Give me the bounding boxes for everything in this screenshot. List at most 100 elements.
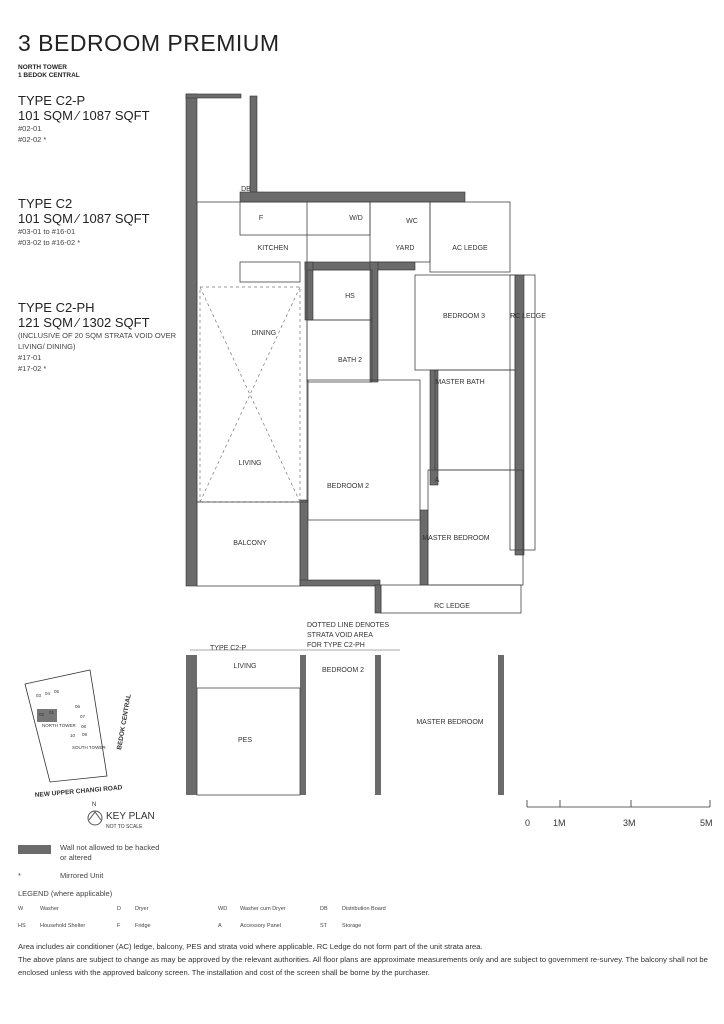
- note-disclaimer: The above plans are subject to change as…: [18, 955, 708, 977]
- plan-text: NORTH TOWER: [42, 723, 77, 728]
- key-plan-title: KEY PLAN: [106, 811, 155, 822]
- label-rc-ledge-bottom: RC LEDGE: [434, 603, 470, 610]
- plan-text: 06: [75, 704, 81, 709]
- alt-label-living: LIVING: [234, 663, 257, 670]
- label-bedroom-2: BEDROOM 2: [327, 483, 369, 490]
- plan-text: 3M: [623, 818, 636, 828]
- unit-number: #03-02 to #16-02 *: [18, 238, 81, 247]
- plan-text: 05: [54, 689, 60, 694]
- unit-number: #17-02 *: [18, 364, 47, 373]
- type-name: TYPE C2-PH: [18, 300, 95, 315]
- legend-label: Storage: [342, 923, 362, 929]
- key-plan: 03 04 05 02 01 06 07 08 10 09 NORTH TOWE…: [24, 669, 155, 830]
- wall-legend-swatch: [18, 845, 51, 854]
- legend-code: A: [218, 923, 222, 929]
- north-arrow-icon: [87, 810, 103, 826]
- label-ac-ledge: AC LEDGE: [452, 245, 488, 252]
- unit-type-c2p: TYPE C2-P 101 SQM ⁄ 1087 SQFT #02-01 #02…: [18, 93, 150, 145]
- legend-code: W: [18, 906, 24, 912]
- plan-text: DOTTED LINE DENOTES: [307, 622, 389, 629]
- plan-text: STRATA VOID AREA: [307, 632, 373, 639]
- legend-heading: LEGEND (where applicable): [18, 889, 113, 898]
- legend-label: Washer: [40, 906, 59, 912]
- wall-legend-text: Wall not allowed to be hacked or altered: [60, 843, 160, 862]
- road-label-bedok-central: BEDOK CENTRAL: [116, 694, 133, 751]
- label-bath-2: BATH 2: [338, 357, 362, 364]
- mirrored-label: Mirrored Unit: [60, 871, 104, 880]
- unit-type-c2ph: TYPE C2-PH 121 SQM ⁄ 1302 SQFT (INCLUSIV…: [18, 300, 178, 374]
- plan-text: FOR TYPE C2-PH: [307, 642, 365, 649]
- unit-number: #02-02 *: [18, 135, 47, 144]
- unit-number: #02-01: [18, 124, 42, 133]
- legend-label: Distribution Board: [342, 906, 386, 912]
- unit-type-c2: TYPE C2 101 SQM ⁄ 1087 SQFT #03-01 to #1…: [18, 196, 150, 248]
- legend-label: Fridge: [135, 923, 151, 929]
- label-washer-dryer: W/D: [349, 215, 363, 222]
- disclaimer-notes: Area includes air conditioner (AC) ledge…: [18, 940, 718, 979]
- plan-text: 08: [81, 724, 87, 729]
- label-dining: DINING: [252, 330, 277, 337]
- legend-label: Accessory Panel: [240, 923, 281, 929]
- label-bedroom-3: BEDROOM 3: [443, 313, 485, 320]
- label-fridge: F: [259, 215, 263, 222]
- road-label-new-upper-changi: NEW UPPER CHANGI ROAD: [35, 784, 123, 799]
- type-area: 101 SQM ⁄ 1087 SQFT: [18, 108, 150, 123]
- plan-text: 07: [80, 714, 86, 719]
- plan-text: 09: [82, 732, 88, 737]
- floor-plan: DB F W/D WC KITCHEN YARD AC LEDGE HS BED…: [24, 93, 713, 830]
- tower-address: NORTH TOWER 1 BEDOK CENTRAL: [18, 64, 80, 80]
- label-wc: WC: [406, 218, 418, 225]
- alt-label-bedroom-2: BEDROOM 2: [322, 667, 364, 674]
- tower-name: NORTH TOWER: [18, 64, 67, 71]
- alt-label-pes: PES: [238, 737, 252, 744]
- legend-label: Washer cum Dryer: [240, 906, 286, 912]
- label-rc-ledge-right: RC LEDGE: [510, 313, 546, 320]
- note-area: Area includes air conditioner (AC) ledge…: [18, 942, 483, 951]
- plan-text: SOUTH TOWER: [72, 745, 106, 750]
- strata-void-dotted-line: [199, 286, 301, 503]
- label-master-bedroom: MASTER BEDROOM: [422, 535, 489, 542]
- alt-label-master-bedroom: MASTER BEDROOM: [416, 719, 483, 726]
- north-label: N: [92, 802, 96, 808]
- page-title: 3 BEDROOM PREMIUM: [18, 30, 280, 56]
- alt-plan-c2p: TYPE C2-P LIVING BEDROOM 2 PES MASTER BE…: [186, 645, 504, 796]
- legend-code: ST: [320, 923, 328, 929]
- type-area: 101 SQM ⁄ 1087 SQFT: [18, 211, 150, 226]
- label-accessory-panel: A: [435, 477, 440, 484]
- plan-text: 02: [39, 712, 45, 717]
- room-labels: DB F W/D WC KITCHEN YARD AC LEDGE HS BED…: [233, 186, 546, 610]
- highlighted-units: [37, 709, 57, 722]
- type-note: (INCLUSIVE OF 20 SQM STRATA VOID OVER LI…: [18, 331, 177, 351]
- label-hs: HS: [345, 293, 355, 300]
- legend-label: Dryer: [135, 906, 149, 912]
- plan-text: 0: [525, 818, 530, 828]
- label-balcony: BALCONY: [233, 540, 267, 547]
- plan-text: 10: [70, 733, 76, 738]
- plan-text: 1M: [553, 818, 566, 828]
- label-kitchen: KITCHEN: [258, 245, 289, 252]
- legend-code: HS: [18, 923, 26, 929]
- legend-label: Household Shelter: [40, 923, 86, 929]
- address: 1 BEDOK CENTRAL: [18, 72, 80, 79]
- type-area: 121 SQM ⁄ 1302 SQFT: [18, 315, 150, 330]
- type-name: TYPE C2-P: [18, 93, 86, 108]
- plan-text: 03: [36, 693, 42, 698]
- label-living: LIVING: [239, 460, 262, 467]
- legend-code: D: [117, 906, 121, 912]
- mirrored-symbol: *: [18, 871, 21, 880]
- plan-text: 04: [45, 691, 51, 696]
- unit-number: #03-01 to #16-01: [18, 227, 76, 236]
- label-yard: YARD: [396, 245, 415, 252]
- label-db: DB: [241, 186, 251, 193]
- unit-number: #17-01: [18, 353, 42, 362]
- legend-code: DB: [320, 906, 328, 912]
- alt-plan-title: TYPE C2-P: [210, 645, 247, 652]
- plan-text: 5M: [700, 818, 713, 828]
- label-master-bath: MASTER BATH: [435, 379, 484, 386]
- legend-code: F: [117, 923, 121, 929]
- type-name: TYPE C2: [18, 196, 73, 211]
- void-note: DOTTED LINE DENOTES STRATA VOID AREA FOR…: [307, 622, 389, 649]
- scale-bar: 0 1M 3M 5M: [525, 800, 713, 828]
- plan-text: 01: [49, 710, 55, 715]
- key-plan-subtitle: NOT TO SCALE: [106, 824, 143, 830]
